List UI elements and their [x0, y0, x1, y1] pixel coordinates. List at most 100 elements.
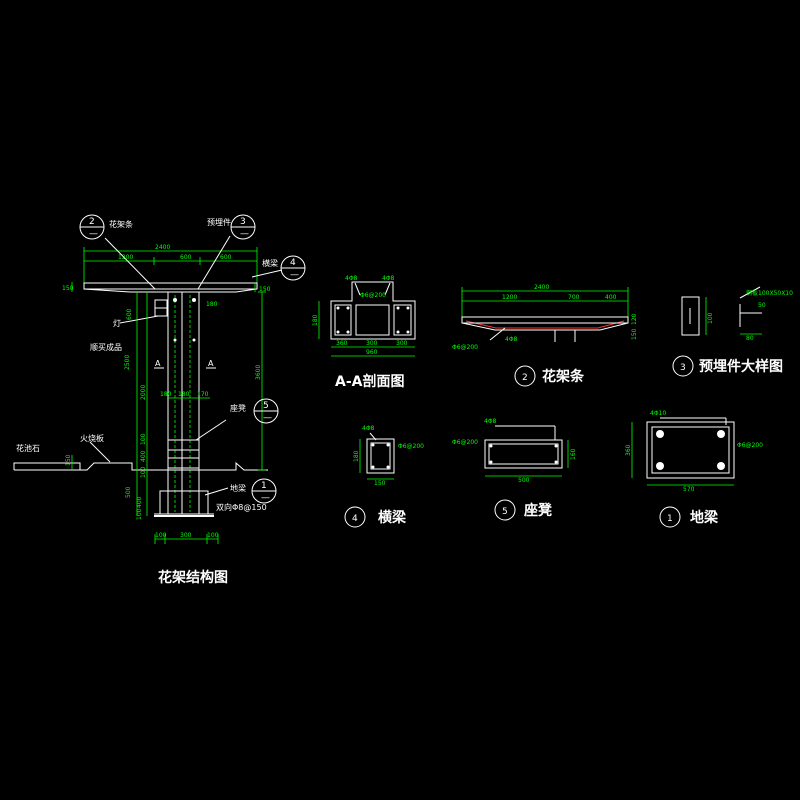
callout-embed: 3 — — [230, 214, 256, 240]
svg-text:1: 1 — [261, 481, 267, 491]
svg-text:300: 300 — [366, 340, 378, 347]
label-ground-beam: 地梁 — [230, 483, 246, 493]
svg-text:Φ6@200: Φ6@200 — [398, 443, 424, 450]
dim-left-g: 500 — [125, 486, 132, 498]
svg-text:360: 360 — [625, 444, 632, 456]
svg-text:4Φ8: 4Φ8 — [505, 336, 518, 343]
dim-top-mid: 600 — [180, 254, 192, 261]
svg-text:—: — — [89, 229, 98, 239]
svg-text:Φ6@200: Φ6@200 — [360, 292, 386, 299]
dim-top-total: 2400 — [155, 244, 170, 251]
cross-beam-detail: 4Φ8 Φ6@200 180 150 4 横梁 — [344, 425, 424, 528]
callout-strip: 2 — — [79, 214, 105, 240]
label-lamp: 灯 — [113, 318, 121, 328]
callout-beam: 4 — — [280, 255, 306, 281]
svg-text:—: — — [261, 493, 270, 503]
svg-text:180: 180 — [353, 450, 360, 462]
section-mark-a-left: A — [155, 359, 161, 368]
svg-text:—: — — [263, 413, 272, 423]
dim-left-b: 2500 — [124, 355, 131, 370]
section-mark-a-right: A — [208, 359, 214, 368]
label-seat: 座凳 — [230, 403, 246, 413]
label-lamp-note: 顺买成品 — [90, 342, 122, 352]
svg-text:5: 5 — [502, 507, 508, 517]
label-flame-slab: 火烧板 — [80, 433, 104, 443]
label-pile-note: 双向Φ8@150 — [216, 502, 267, 512]
svg-text:4Φ8: 4Φ8 — [362, 425, 375, 432]
dim-base-m: 300 — [180, 532, 192, 539]
dim-left-i: 100 — [136, 508, 143, 520]
callout-ground: 1 — — [251, 478, 277, 504]
label-embedded-part: 预埋件 — [207, 217, 231, 227]
cross-beam-title: 横梁 — [378, 509, 407, 526]
svg-text:100: 100 — [707, 312, 714, 324]
svg-text:120: 120 — [631, 313, 638, 325]
svg-text:150: 150 — [374, 480, 386, 487]
svg-text:3: 3 — [680, 363, 686, 373]
svg-text:300: 300 — [396, 340, 408, 347]
svg-text:500: 500 — [518, 477, 530, 484]
svg-text:700: 700 — [568, 294, 580, 301]
label-flower-bed: 花池石 — [16, 443, 40, 453]
svg-text:2400: 2400 — [534, 284, 549, 291]
svg-text:360: 360 — [336, 340, 348, 347]
svg-text:180: 180 — [312, 314, 319, 326]
svg-text:4Φ8: 4Φ8 — [484, 418, 497, 425]
main-drawing-title: 花架结构图 — [158, 569, 228, 586]
pergola-strip-detail: 2400 1200 700 400 Φ6@200 4Φ8 120 150 2 花… — [452, 284, 638, 387]
svg-text:Φ6@200: Φ6@200 — [452, 344, 478, 351]
embed-detail: 100 钢板100X50X10 50 80 3 预埋件大样图 — [672, 286, 793, 377]
svg-text:—: — — [290, 270, 299, 280]
dim-inner-a: 180 — [160, 391, 172, 398]
svg-text:Φ6@200: Φ6@200 — [452, 439, 478, 446]
dim-right-top: 150 — [259, 286, 271, 293]
svg-text:2: 2 — [522, 373, 528, 383]
svg-text:160: 160 — [570, 448, 577, 460]
seat-title: 座凳 — [524, 502, 553, 519]
main-structure-drawing: 2400 1200 600 600 A A — [13, 214, 306, 586]
svg-text:1: 1 — [667, 514, 673, 524]
svg-text:3: 3 — [240, 217, 246, 227]
ground-beam-detail: 4Φ10 Φ6@200 360 570 1 地梁 — [625, 410, 763, 528]
dim-col-w: 180 — [206, 301, 218, 308]
dim-left-top: 150 — [62, 285, 74, 292]
svg-text:50: 50 — [758, 302, 766, 309]
svg-text:4Φ8: 4Φ8 — [345, 275, 358, 282]
svg-text:钢板100X50X10: 钢板100X50X10 — [746, 289, 793, 297]
svg-text:—: — — [240, 229, 249, 239]
svg-text:2: 2 — [89, 217, 95, 227]
svg-text:4Φ8: 4Φ8 — [382, 275, 395, 282]
dim-top-left: 1200 — [118, 254, 133, 261]
dim-top-right: 600 — [220, 254, 232, 261]
dim-right-big: 3600 — [255, 365, 262, 380]
svg-text:4: 4 — [290, 258, 296, 268]
svg-text:80: 80 — [746, 335, 754, 342]
svg-text:1200: 1200 — [502, 294, 517, 301]
svg-text:4: 4 — [352, 514, 358, 524]
seat-detail: 4Φ8 Φ6@200 160 500 5 座凳 — [452, 418, 577, 521]
label-pergola-strip: 花架条 — [109, 219, 133, 229]
section-aa: 4Φ8 4Φ8 Φ6@200 180 360 300 300 960 A-A剖面… — [312, 275, 416, 390]
svg-text:Φ6@200: Φ6@200 — [737, 442, 763, 449]
label-cross-beam: 横梁 — [262, 258, 278, 268]
svg-text:400: 400 — [605, 294, 617, 301]
dim-base-l: 100 — [155, 532, 167, 539]
section-aa-title: A-A剖面图 — [335, 373, 404, 390]
dim-left-a: 600 — [126, 308, 133, 320]
callout-seat: 5 — — [253, 398, 279, 424]
dim-left-d: 100 — [140, 433, 147, 445]
embed-detail-title: 预埋件大样图 — [699, 358, 783, 375]
svg-text:570: 570 — [683, 486, 695, 493]
dim-base-r: 100 — [207, 532, 219, 539]
dim-inner-c: 170 — [197, 391, 209, 398]
svg-text:960: 960 — [366, 349, 378, 356]
dim-left-c: 2000 — [140, 385, 147, 400]
dim-left-h: 400 — [136, 496, 143, 508]
ground-beam-title: 地梁 — [690, 509, 719, 526]
dim-left-f: 100 — [140, 466, 147, 478]
svg-text:150: 150 — [631, 328, 638, 340]
dim-left-e: 400 — [140, 450, 147, 462]
dim-ground-h: 150 — [65, 454, 72, 466]
svg-text:4Φ10: 4Φ10 — [650, 410, 666, 417]
